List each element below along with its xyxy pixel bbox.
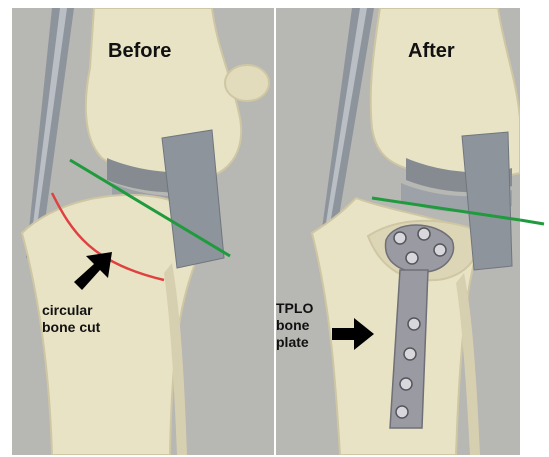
- knee-bump: [225, 65, 269, 101]
- after-illustration: [276, 8, 520, 455]
- after-annotation-line1: TPLO: [276, 300, 313, 317]
- screw-icon: [418, 228, 430, 240]
- screw-icon: [404, 348, 416, 360]
- before-illustration: [12, 8, 274, 455]
- screw-icon: [434, 244, 446, 256]
- after-title: After: [408, 40, 455, 63]
- before-annotation-line1: circular: [42, 302, 93, 319]
- screw-icon: [406, 252, 418, 264]
- screw-icon: [408, 318, 420, 330]
- screw-icon: [394, 232, 406, 244]
- before-annotation-line2: bone cut: [42, 319, 100, 336]
- plane-line-extension: [520, 8, 549, 455]
- after-panel: After TPLO bone plate: [276, 8, 520, 455]
- before-title: Before: [108, 40, 171, 63]
- after-annotation-line3: plate: [276, 334, 309, 351]
- before-panel: Before circular bone cut: [12, 8, 274, 455]
- after-annotation-line2: bone: [276, 317, 309, 334]
- screw-icon: [396, 406, 408, 418]
- screw-icon: [400, 378, 412, 390]
